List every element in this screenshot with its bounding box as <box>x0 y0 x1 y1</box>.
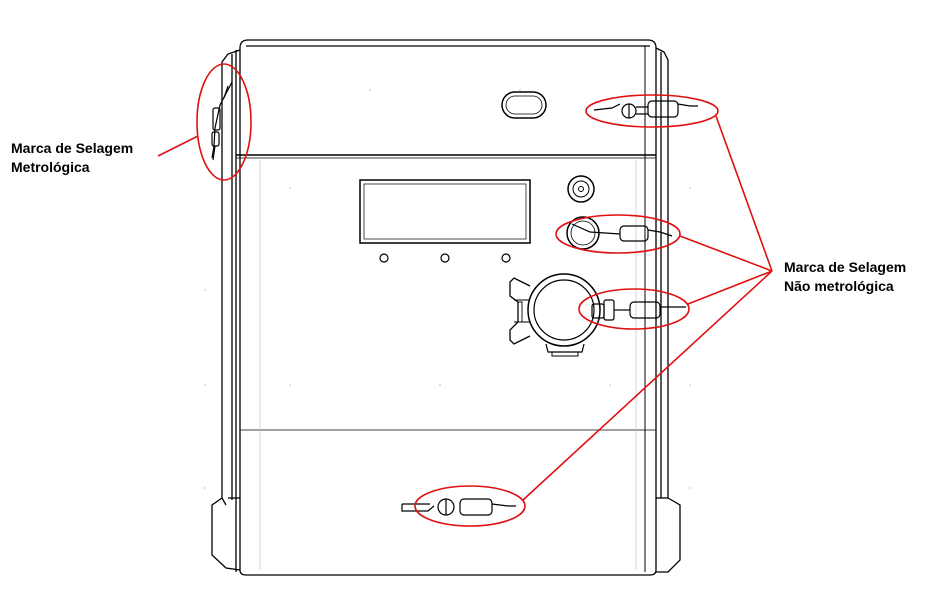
callout-ellipse-terminal <box>414 485 526 527</box>
label-metrological-line1: Marca de Selagem <box>11 140 134 156</box>
callout-ellipse-top-right <box>585 94 719 128</box>
indicator-window <box>501 91 547 119</box>
leader-line-top-right <box>715 115 773 272</box>
seal-terminal-cover <box>401 498 516 516</box>
label-non-metrological-line1: Marca de Selagem <box>784 259 907 275</box>
indicator-leds <box>379 253 511 263</box>
callout-ellipse-optical <box>578 288 690 330</box>
seal-optical-port <box>591 299 686 321</box>
lcd-display <box>359 179 531 244</box>
label-metrological-line2: Metrológica <box>11 159 90 175</box>
label-metrological-seal: Marca de Selagem Metrológica <box>11 139 133 177</box>
label-non-metrological-line2: Não metrológica <box>784 278 894 294</box>
callout-ellipse-metrological <box>196 63 252 181</box>
seal-top-right <box>593 100 698 119</box>
optical-port <box>509 273 601 357</box>
meter-housing <box>211 39 681 576</box>
leader-line-optical <box>687 270 773 305</box>
guide-dots <box>204 89 691 489</box>
annotation-callouts <box>157 63 773 527</box>
leader-line-metrological <box>157 135 199 157</box>
label-non-metrological-seal: Marca de Selagem Não metrológica <box>784 258 906 296</box>
leader-line-terminal <box>522 270 773 501</box>
metrological-seal <box>211 81 233 161</box>
control-knob <box>567 175 595 203</box>
leader-line-reset <box>679 235 773 272</box>
callout-ellipse-reset <box>555 214 681 254</box>
seal-reset-button <box>571 223 673 242</box>
